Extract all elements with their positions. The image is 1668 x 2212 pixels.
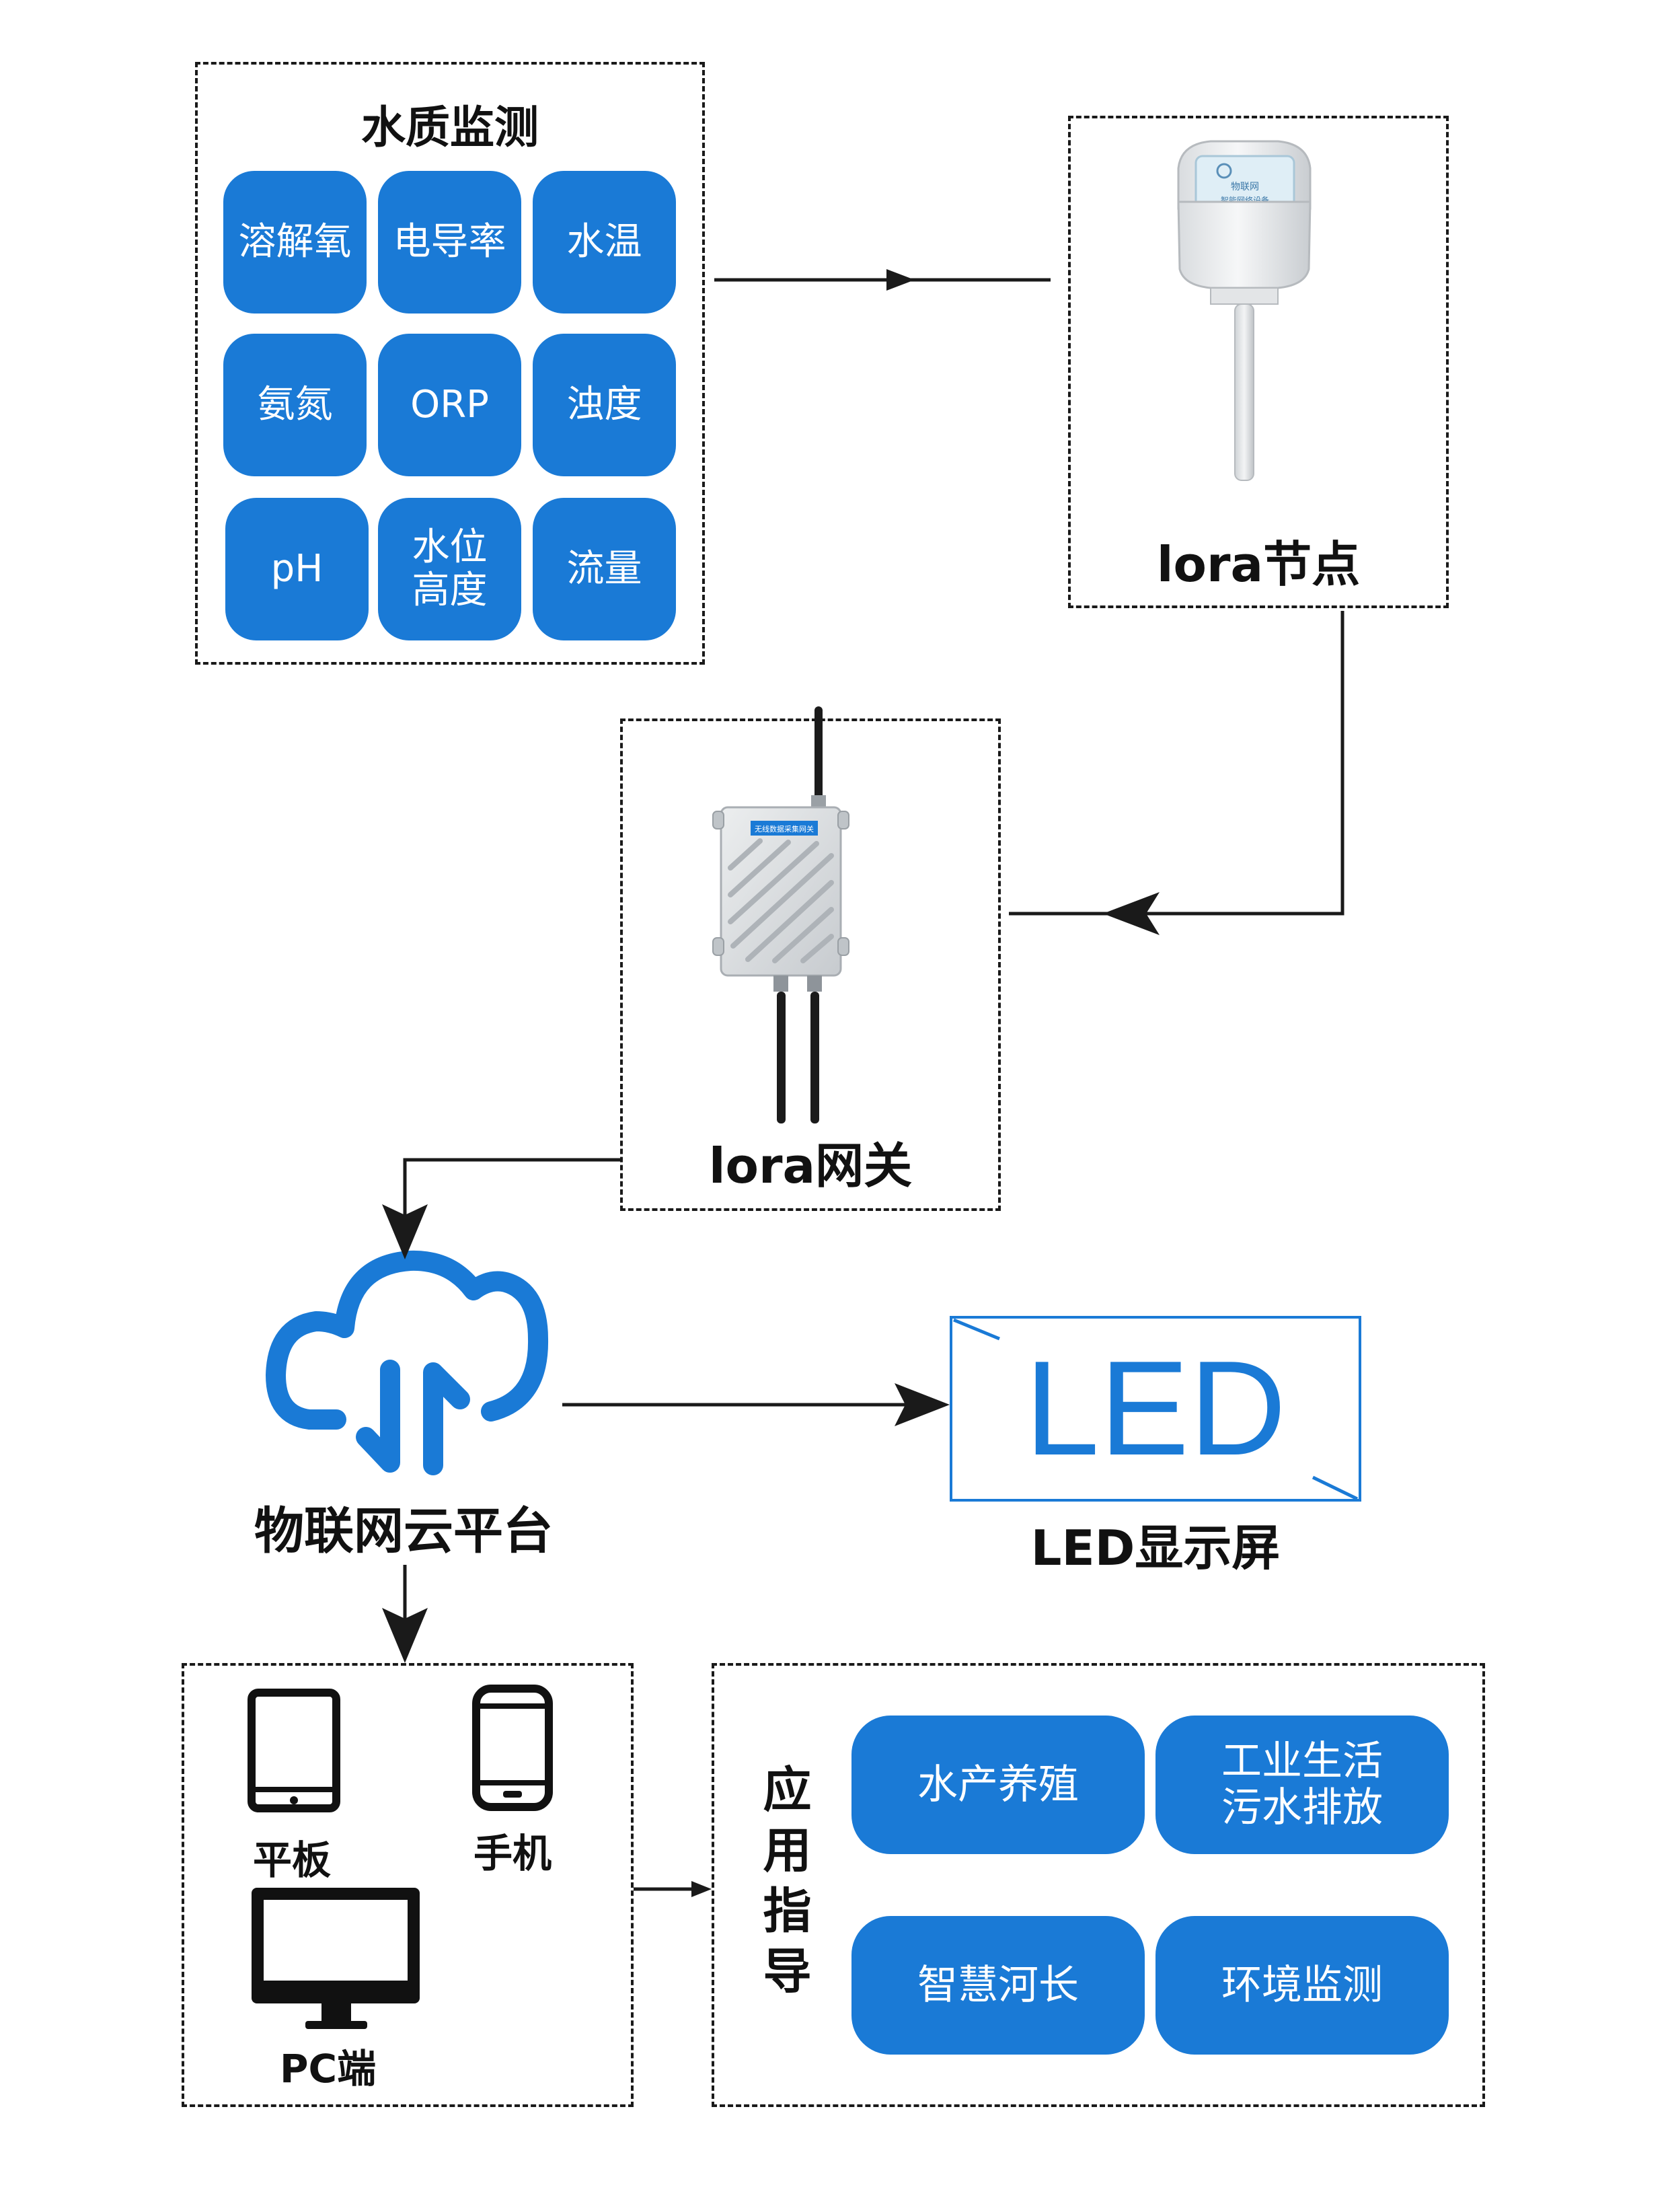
arrow-to-gateway: [1103, 892, 1160, 935]
led-display-panel: LED: [950, 1316, 1361, 1502]
sensor-water-temperature: 水温: [533, 171, 676, 314]
led-display-label: LED显示屏: [1030, 1520, 1281, 1576]
sensor-orp: ORP: [378, 334, 521, 476]
app-smart-river-chief: 智慧河长: [851, 1916, 1145, 2055]
lora-gateway-label: lora网关: [708, 1138, 913, 1194]
applications-panel: [712, 1663, 1485, 2107]
cloud-platform-label: 物联网云平台: [254, 1502, 553, 1560]
sensor-turbidity: 浊度: [533, 334, 676, 476]
sensor-conductivity: 电导率: [378, 171, 521, 314]
water-quality-title: 水质监测: [361, 102, 539, 153]
arrow-to-cloud: [382, 1204, 428, 1259]
sensor-water-level: 水位 高度: [378, 498, 521, 640]
arrow-to-led: [895, 1383, 950, 1426]
sensor-flow: 流量: [533, 498, 676, 640]
lora-node-label: lora节点: [1156, 536, 1361, 593]
arrow-to-applications: [691, 1881, 712, 1897]
sensor-ammonia-nitrogen: 氨氮: [223, 334, 367, 476]
sensor-ph: pH: [225, 498, 369, 640]
applications-heading: 应用指导: [755, 1764, 811, 2006]
water-quality-panel: [195, 62, 705, 665]
terminals-panel: [182, 1663, 634, 2107]
phone-label: 手机: [473, 1831, 552, 1876]
lora-gateway-panel: [620, 718, 1001, 1211]
pc-label: PC端: [280, 2046, 377, 2092]
arrow-to-node: [886, 269, 915, 291]
app-environment-monitoring: 环境监测: [1155, 1916, 1449, 2055]
app-aquaculture: 水产养殖: [851, 1716, 1145, 1854]
sensor-dissolved-oxygen: 溶解氧: [223, 171, 367, 314]
app-sewage-discharge: 工业生活 污水排放: [1155, 1716, 1449, 1854]
arrow-to-terminals: [382, 1608, 428, 1663]
led-panel-text: LED: [1024, 1333, 1287, 1483]
lora-node-panel: [1068, 116, 1449, 608]
tablet-label: 平板: [253, 1837, 332, 1883]
